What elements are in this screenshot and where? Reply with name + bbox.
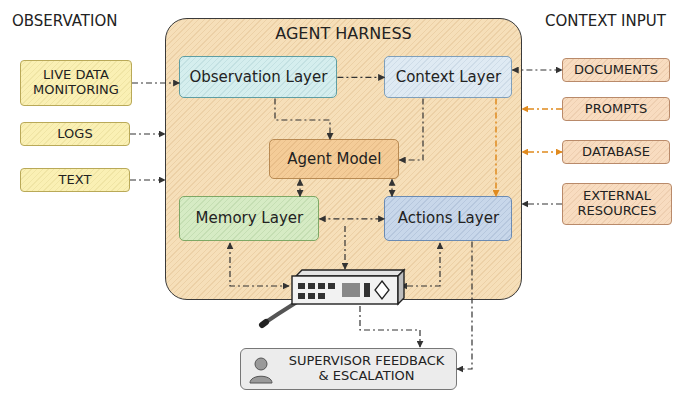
dashed-connector [522, 108, 562, 110]
box-label: Context Layer [396, 69, 501, 86]
model-box: Agent Model [269, 139, 399, 179]
layer-box: Actions Layer [384, 196, 512, 241]
section-label: OBSERVATION [12, 12, 117, 30]
layer-box: Context Layer [384, 56, 512, 98]
dashed-connector [130, 179, 165, 180]
box-label: PROMPTS [585, 102, 647, 117]
box-label: Memory Layer [196, 210, 304, 227]
box-label: EXTERNAL RESOURCES [571, 189, 663, 219]
box-label: SUPERVISOR FEEDBACK & ESCALATION [285, 354, 448, 384]
input-box: LIVE DATA MONITORING [20, 60, 132, 106]
box-label: TEXT [59, 173, 92, 188]
context-box: DATABASE [562, 140, 670, 164]
dashed-connector [130, 133, 165, 134]
dashed-connector [522, 203, 562, 204]
box-label: LIVE DATA MONITORING [29, 68, 123, 98]
context-box: DOCUMENTS [562, 58, 670, 82]
layer-box: Observation Layer [179, 56, 337, 98]
box-label: LOGS [57, 127, 92, 142]
harness-region: AGENT HARNESS Observation Layer Context La… [165, 18, 522, 300]
box-label: Observation Layer [189, 69, 327, 86]
box-label: Actions Layer [398, 210, 499, 227]
box-label: Agent Model [287, 151, 381, 168]
supervisor-box: SUPERVISOR FEEDBACK & ESCALATION [240, 348, 457, 390]
input-box: TEXT [20, 168, 130, 192]
person-icon [248, 356, 274, 384]
layer-box: Memory Layer [179, 196, 319, 241]
box-label: DATABASE [582, 145, 650, 160]
region-heading: AGENT HARNESS [275, 25, 411, 43]
dashed-connector [522, 151, 562, 153]
input-box: LOGS [20, 122, 130, 146]
section-label: CONTEXT INPUT [545, 12, 666, 30]
context-box: PROMPTS [562, 97, 670, 121]
context-box: EXTERNAL RESOURCES [562, 183, 672, 225]
box-label: DOCUMENTS [574, 63, 658, 78]
